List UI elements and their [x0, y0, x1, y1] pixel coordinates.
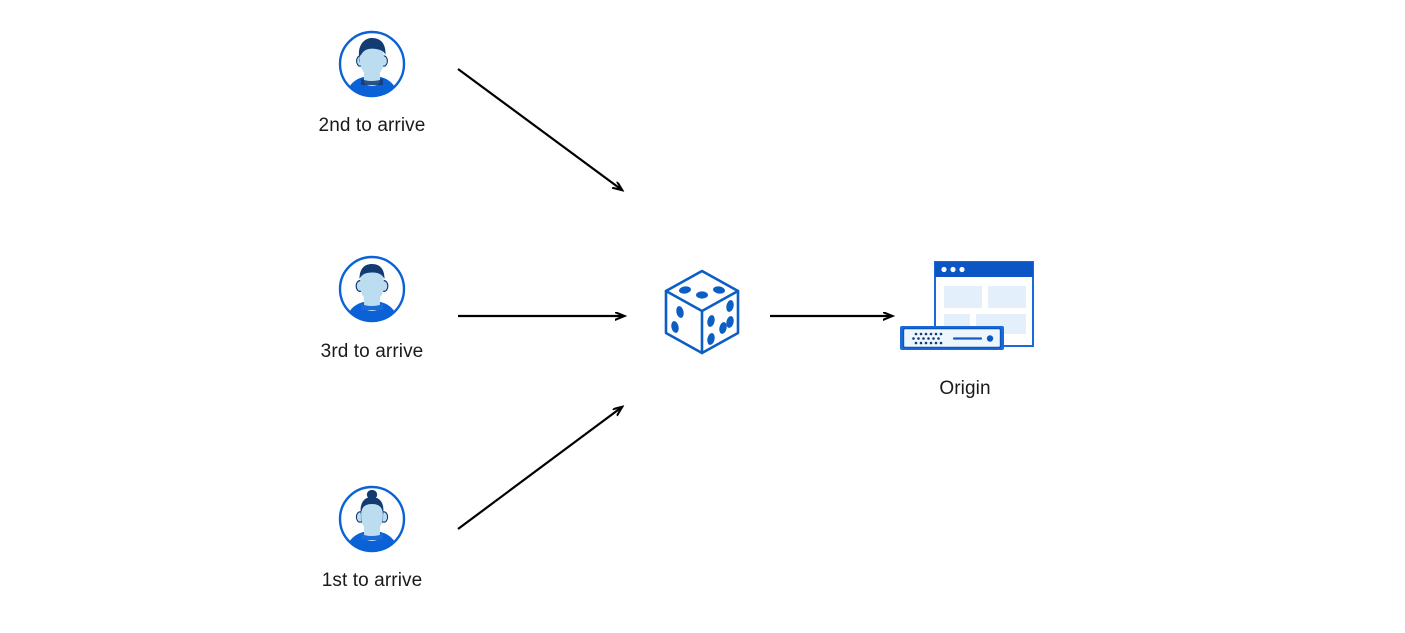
dice-icon [660, 265, 744, 364]
node-label-client-2nd: 2nd to arrive [318, 115, 426, 136]
user-avatar-icon [336, 253, 408, 330]
user-avatar-icon [336, 483, 408, 560]
node-label-client-3rd: 3rd to arrive [320, 341, 424, 362]
origin-server-icon [893, 258, 1038, 373]
node-label-client-1st: 1st to arrive [321, 570, 423, 591]
connector-1st-to-dice [457, 407, 622, 530]
node-label-origin: Origin [939, 378, 991, 399]
user-avatar-icon [336, 28, 408, 105]
